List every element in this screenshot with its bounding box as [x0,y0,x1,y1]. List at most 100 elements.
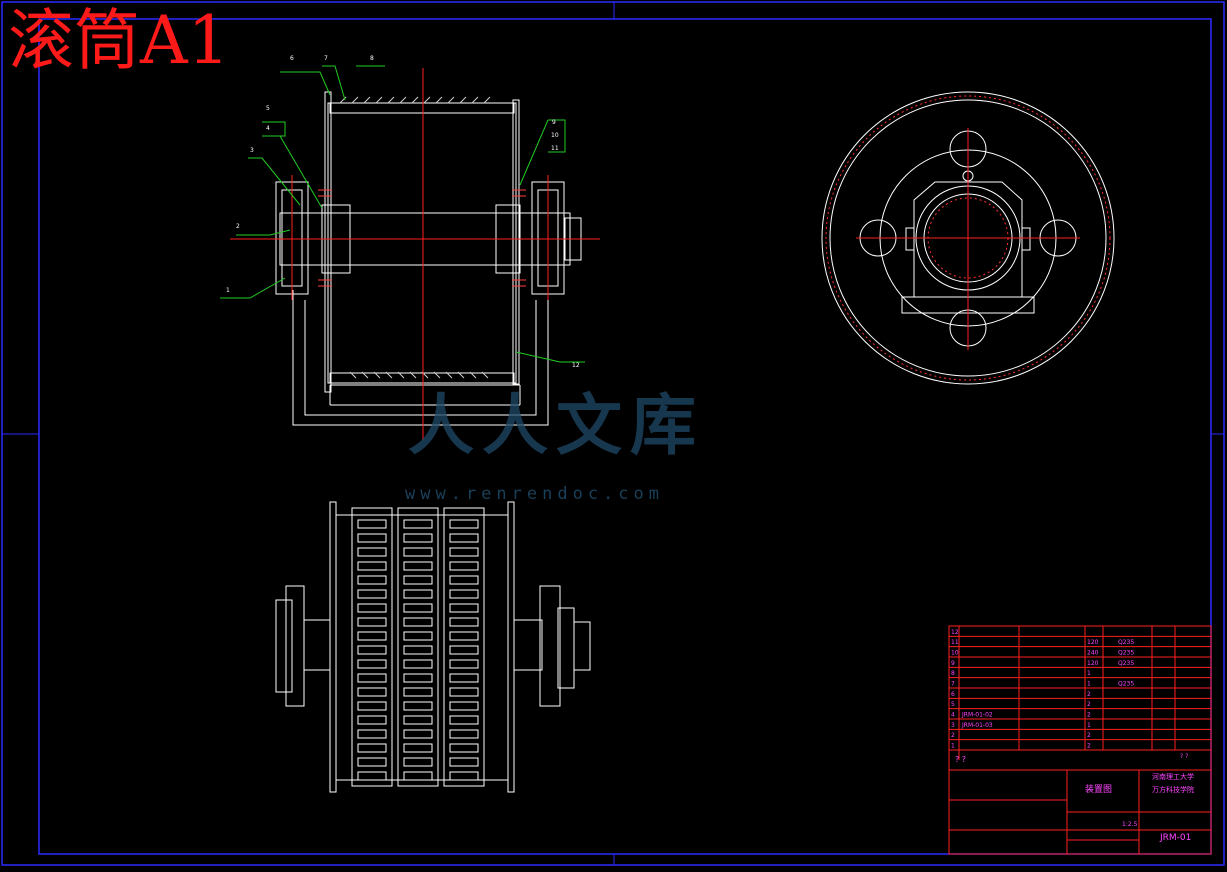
rope-groove [357,673,387,683]
rope-groove [403,645,433,655]
title-block-text: 装置图 河南理工大学 万方科技学院 JRM-01 1:2.5 ? ? ? ? [955,753,1194,843]
rope-groove [357,519,387,529]
rope-groove [449,603,479,613]
bom-cell-no: 1 [951,743,955,750]
rope-groove [449,715,479,725]
rope-groove [403,701,433,711]
bom-cell-no: 10 [951,650,959,657]
bom-cell-no: 2 [951,732,955,739]
part-label: 3 [250,147,254,154]
inner-border [38,18,1212,855]
rope-groove [357,631,387,641]
rope-groove [403,575,433,585]
bom-cell-material: Q235 [1118,650,1134,657]
school-name: 河南理工大学 [1152,772,1194,781]
rope-groove [449,659,479,669]
drawing-title: 滚筒A1 [8,2,230,79]
drum-shell [327,102,517,384]
part-label: 9 [552,119,556,126]
bom-cell-no: 12 [951,629,959,636]
bom-cell-qty: 2 [1087,743,1091,750]
rope-groove [403,547,433,557]
part-label: 12 [572,362,580,369]
bom-cell-qty: 2 [1087,732,1091,739]
rope-groove [403,631,433,641]
part-label: 5 [266,105,270,112]
rope-groove [403,533,433,543]
rope-groove [449,575,479,585]
rope-groove [449,631,479,641]
rope-groove [403,743,433,753]
rope-groove [403,659,433,669]
bom-cell-no: 3 [951,722,955,729]
rope-groove [449,687,479,697]
rope-groove [403,771,433,781]
bom-cell-no: 7 [951,681,955,688]
rope-groove [357,743,387,753]
rope-groove [357,575,387,585]
rope-groove [357,715,387,725]
rope-groove [357,603,387,613]
rope-groove [357,589,387,599]
rope-groove [449,673,479,683]
rope-groove [403,561,433,571]
bom-cell-qty: 2 [1087,691,1091,698]
header-marks: ? ? [955,755,966,764]
rope-groove [357,729,387,739]
bom-cell-no: 8 [951,670,955,677]
bom-cell-qty: 1 [1087,722,1091,729]
part-number-labels: 1 2 3 4 5 6 7 8 9 10 11 12 [226,55,580,369]
leader-lines [220,65,585,363]
bom-cell-no: 11 [951,639,959,646]
watermark-url: www.renrendoc.com [405,484,664,504]
bom-cell-material: Q235 [1118,681,1134,688]
bom-cell-qty: 2 [1087,701,1091,708]
rope-groove [449,645,479,655]
rope-groove [449,533,479,543]
bom-cell-qty: 240 [1087,650,1099,657]
rope-groove [357,617,387,627]
part-label: 8 [370,55,374,62]
row-marks: ? ? [1180,753,1188,760]
bom-cell-no: 6 [951,691,955,698]
rope-groove [449,701,479,711]
rope-groove [403,687,433,697]
part-label: 1 [226,287,230,294]
rope-groove [357,659,387,669]
rope-groove [357,757,387,767]
drawing-name: 装置图 [1085,783,1112,795]
rope-groove [449,757,479,767]
rope-groove [403,589,433,599]
rope-groove [403,729,433,739]
rope-groove [357,547,387,557]
rope-groove [357,687,387,697]
dept-name: 万方科技学院 [1152,785,1194,794]
part-label: 10 [551,132,559,139]
bom-cell-qty: 1 [1087,681,1091,688]
part-label: 6 [290,55,294,62]
rope-groove [403,603,433,613]
rope-groove [449,743,479,753]
rope-groove [449,519,479,529]
bom-cell-material: Q235 [1118,660,1134,667]
part-label: 7 [324,55,328,62]
rope-groove [449,561,479,571]
part-label: 11 [551,145,559,152]
part-label: 4 [266,125,270,132]
rope-groove [403,519,433,529]
rope-groove [357,561,387,571]
bom-cell-code: JRM-01-03 [961,722,993,729]
rope-groove [403,617,433,627]
rope-groove [357,701,387,711]
rope-groove [449,589,479,599]
bom-cell-qty: 2 [1087,712,1091,719]
top-view [275,501,591,793]
rope-groove [357,771,387,781]
rope-groove [403,673,433,683]
bom-cell-code: JRM-01-02 [961,712,993,719]
part-label: 2 [236,223,240,230]
bom-cell-no: 4 [951,712,955,719]
rope-groove [449,771,479,781]
